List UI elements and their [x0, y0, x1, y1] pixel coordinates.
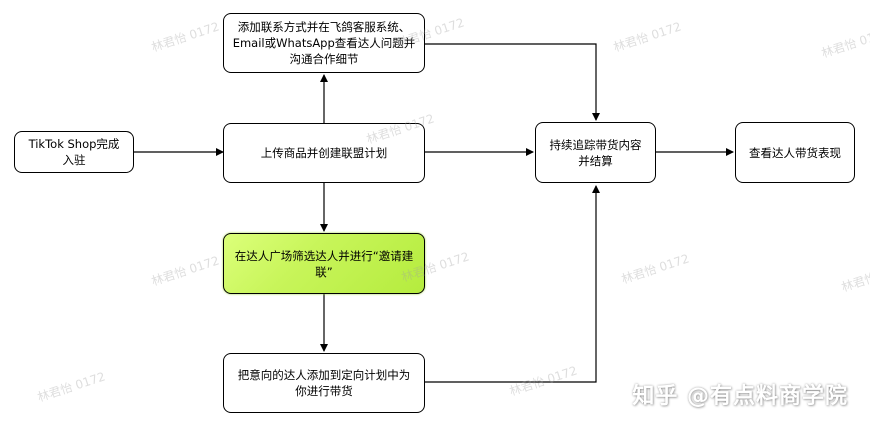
zhihu-logo: 知乎 @有点料商学院: [632, 384, 848, 409]
node-upload-products-label: 上传商品并创建联盟计划: [260, 146, 388, 160]
node-filter-creators: 在达人广场筛选达人并进行“邀请建联”: [223, 233, 425, 294]
node-tiktok-shop-label: TikTok Shop完成入驻: [28, 137, 120, 167]
node-view-performance-label: 查看达人带货表现: [749, 145, 841, 160]
node-add-contact-label: 添加联系方式并在飞鸽客服系统、Email或WhatsApp查看达人问题并沟通合作…: [232, 20, 416, 66]
node-view-performance: 查看达人带货表现: [735, 122, 855, 183]
node-add-to-plan: 把意向的达人添加到定向计划中为你进行带货: [223, 353, 425, 413]
node-track-settle: 持续追踪带货内容并结算: [535, 122, 656, 183]
edge-plan-to-track: [425, 185, 600, 383]
node-upload-products: 上传商品并创建联盟计划: [223, 123, 425, 183]
edge-contact-to-track: [425, 43, 600, 121]
node-add-to-plan-label: 把意向的达人添加到定向计划中为你进行带货: [237, 368, 411, 398]
node-add-contact: 添加联系方式并在飞鸽客服系统、Email或WhatsApp查看达人问题并沟通合作…: [223, 13, 425, 73]
node-filter-creators-label: 在达人广场筛选达人并进行“邀请建联”: [234, 248, 414, 279]
node-tiktok-shop: TikTok Shop完成入驻: [14, 131, 134, 173]
node-track-settle-label: 持续追踪带货内容并结算: [549, 137, 642, 168]
